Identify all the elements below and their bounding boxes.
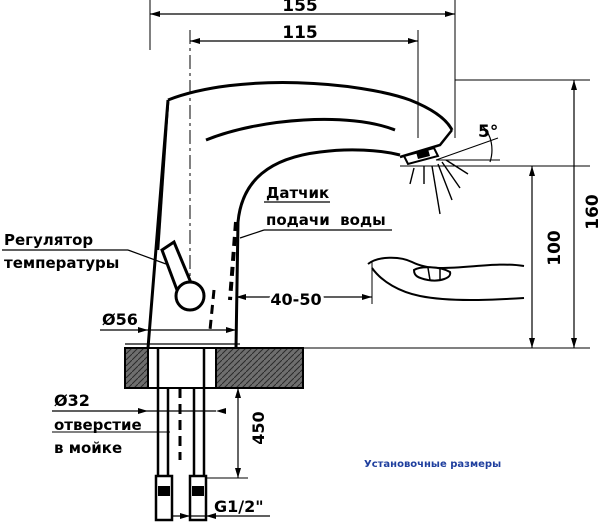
hand-illustration xyxy=(367,256,525,301)
dimension-115: 115 xyxy=(189,23,419,300)
dimension-115-label: 115 xyxy=(282,23,318,43)
dimension-155: 155 xyxy=(149,0,456,138)
angle-5-label: 5° xyxy=(478,122,498,142)
thread-label: G1/2" xyxy=(214,497,264,516)
temperature-lever xyxy=(160,239,206,312)
dimension-160: 160 xyxy=(300,79,600,349)
drawing-caption: Установочные размеры xyxy=(364,459,501,470)
dimension-d56-label: Ø56 xyxy=(102,310,138,329)
dimension-450: 450 xyxy=(206,388,268,479)
sink-plate xyxy=(124,343,304,389)
supply-hoses xyxy=(156,348,206,476)
hole-label-line1: отверстие xyxy=(54,416,142,434)
dimension-100-label: 100 xyxy=(545,230,565,266)
dimension-155-label: 155 xyxy=(282,0,318,16)
water-spray xyxy=(409,159,469,215)
regulator-label-line1: Регулятор xyxy=(4,231,93,249)
dimension-d32: Ø32 xyxy=(52,391,226,414)
callout-sensor: Датчик подачи воды xyxy=(239,184,392,239)
regulator-label-line2: температуры xyxy=(4,254,119,272)
faucet-body xyxy=(146,81,454,349)
callout-regulator: Регулятор температуры xyxy=(2,231,167,272)
dimension-d56: Ø56 xyxy=(100,310,236,333)
angle-5-degrees: 5° xyxy=(435,122,500,163)
hose-fitting-right xyxy=(188,474,208,522)
callout-hole: отверстие в мойке xyxy=(52,416,170,457)
sensor-window xyxy=(402,146,440,166)
dimension-450-label: 450 xyxy=(249,411,268,444)
dimension-thread: G1/2" xyxy=(172,497,270,519)
dimension-40-50-label: 40-50 xyxy=(270,290,321,309)
sensor-label-line2: подачи воды xyxy=(266,211,386,229)
hole-label-line2: в мойке xyxy=(54,439,122,457)
dimension-160-label: 160 xyxy=(583,194,600,230)
dimension-100: 100 xyxy=(400,165,590,348)
dimension-40-50: 40-50 xyxy=(236,262,373,312)
sensor-label-line1: Датчик xyxy=(266,184,329,202)
dimension-d32-label: Ø32 xyxy=(54,391,90,410)
hose-fitting-left xyxy=(154,474,174,522)
